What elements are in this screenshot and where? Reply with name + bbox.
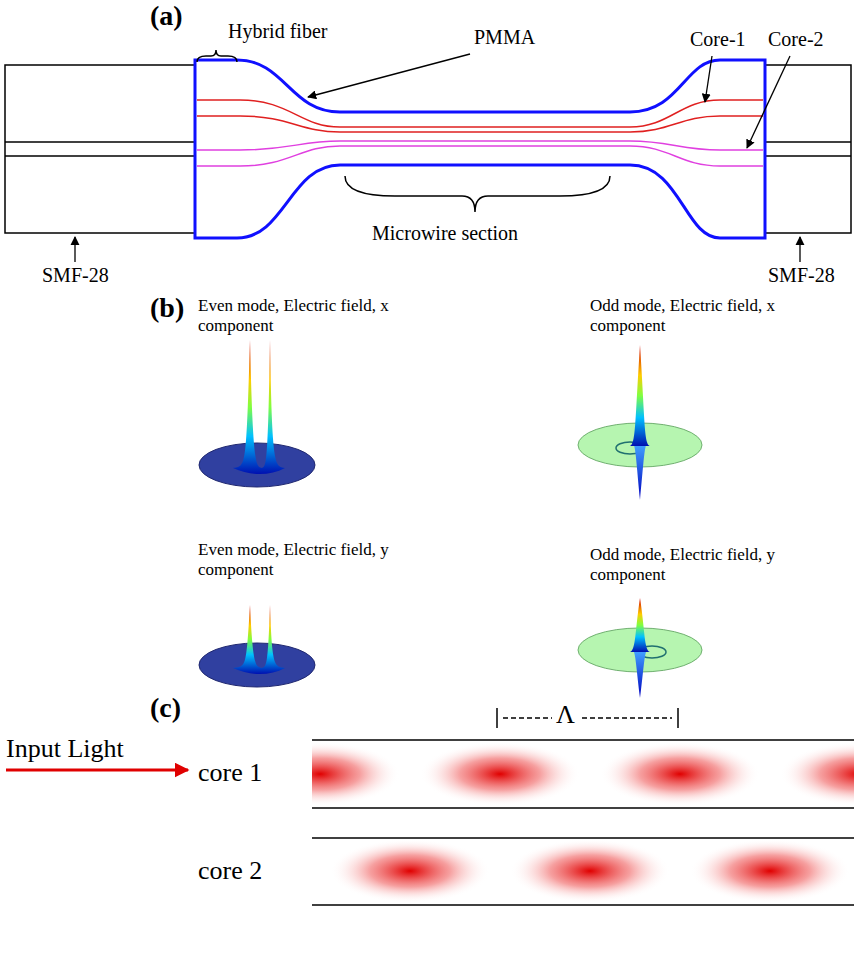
core-label: core 1 bbox=[198, 758, 262, 788]
panel-letter: (b) bbox=[150, 292, 184, 324]
panel-letter: (c) bbox=[150, 692, 181, 724]
period-symbol: Λ bbox=[556, 700, 575, 730]
part-name: Core-1 bbox=[690, 28, 746, 51]
part-name: SMF-28 bbox=[42, 264, 109, 287]
part-name: SMF-28 bbox=[768, 264, 835, 287]
plot-title: Even mode, Electric field, y component bbox=[198, 540, 428, 579]
part-name: Hybrid fiber bbox=[228, 20, 327, 43]
plot-title: Odd mode, Electric field, x component bbox=[590, 296, 820, 335]
part-name: PMMA bbox=[474, 26, 535, 49]
mode-plots bbox=[199, 340, 702, 698]
panel-letter: (a) bbox=[150, 0, 183, 32]
plot-title: Odd mode, Electric field, y component bbox=[590, 545, 820, 584]
part-name: Microwire section bbox=[372, 222, 518, 245]
input-label: Input Light bbox=[6, 734, 124, 764]
coupler-sketch bbox=[6, 708, 854, 905]
part-name: Core-2 bbox=[768, 28, 824, 51]
core-label: core 2 bbox=[198, 856, 262, 886]
plot-title: Even mode, Electric field, x component bbox=[198, 296, 428, 335]
fiber-schematic bbox=[5, 50, 851, 262]
